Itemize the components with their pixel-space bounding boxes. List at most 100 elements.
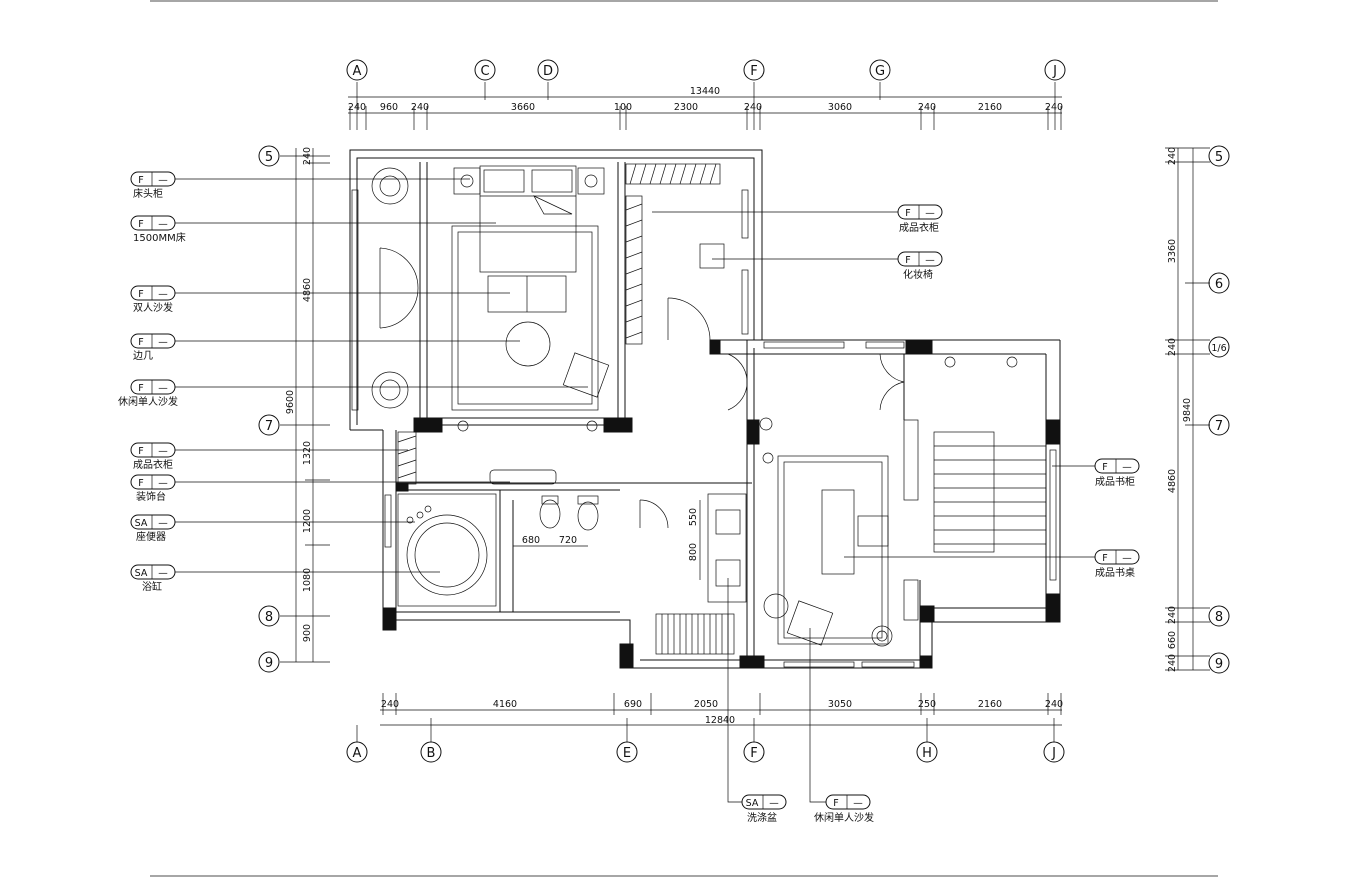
svg-text:F: F (750, 64, 757, 79)
svg-text:F: F (905, 208, 910, 219)
tag-bed: F — 1500MM床 (130, 215, 496, 244)
tag-wardrobe-right: F — 成品衣柜 (652, 204, 943, 234)
svg-text:B: B (427, 746, 436, 761)
svg-text:5: 5 (1215, 150, 1223, 165)
svg-text:SA: SA (746, 798, 759, 809)
top-dim-2: 960 (380, 102, 398, 113)
svg-text:9: 9 (265, 656, 273, 671)
svg-text:洗涤盆: 洗涤盆 (747, 811, 777, 824)
columns (382, 339, 1061, 669)
svg-text:F: F (138, 337, 143, 348)
left-axis-5: 5 (258, 145, 280, 167)
bottom-axis-J: J (1043, 741, 1065, 763)
svg-text:8: 8 (265, 610, 273, 625)
tag-bedside-table: F — 床头柜 (130, 171, 470, 200)
tag-side-table: F — 边几 (130, 333, 520, 362)
left-axis-8: 8 (258, 605, 280, 627)
bottom-dim-8: 240 (1045, 699, 1063, 710)
bottom-dim-3: 690 (624, 699, 642, 710)
svg-text:F: F (1102, 553, 1107, 564)
top-axis-F: F (743, 59, 765, 81)
right-axis-9: 9 (1208, 652, 1230, 674)
top-dim-4: 3660 (511, 102, 535, 113)
bottom-dimensions: 240 4160 690 2050 3050 250 2160 240 1284… (346, 693, 1065, 763)
svg-text:H: H (922, 746, 932, 761)
svg-text:装饰台: 装饰台 (136, 490, 166, 503)
top-dim-10: 2160 (978, 102, 1002, 113)
left-dim-5: 1080 (302, 568, 313, 592)
right-dimensions: 240 3360 240 4860 240 660 240 9840 5 6 1… (1165, 145, 1230, 674)
svg-text:—: — (925, 208, 935, 219)
walls (349, 149, 1061, 669)
top-dim-8: 3060 (828, 102, 852, 113)
svg-text:—: — (925, 255, 935, 266)
svg-text:F: F (138, 478, 143, 489)
svg-text:7: 7 (1215, 419, 1223, 434)
right-dim-6: 660 (1167, 631, 1178, 649)
bottom-axis-A: A (346, 741, 368, 763)
svg-text:F: F (750, 746, 757, 761)
furniture (371, 163, 1046, 655)
tag-sink: SA — 洗涤盆 (727, 578, 787, 824)
svg-text:床头柜: 床头柜 (133, 187, 163, 200)
svg-text:G: G (875, 64, 885, 79)
tag-decor-stand: F — 装饰台 (130, 474, 510, 503)
inner-dim-550: 550 (688, 508, 699, 526)
svg-text:A: A (353, 64, 362, 79)
top-axis-D: D (537, 59, 559, 81)
right-dim-1: 240 (1167, 147, 1178, 165)
bottom-dim-7: 2160 (978, 699, 1002, 710)
tag-bathtub: SA — 浴缸 (130, 564, 440, 593)
top-dim-5: 100 (614, 102, 632, 113)
top-dim-11: 240 (1045, 102, 1063, 113)
svg-text:成品书桌: 成品书桌 (1095, 566, 1135, 579)
tag-desk: F — 成品书桌 (844, 549, 1140, 579)
svg-text:休闲单人沙发: 休闲单人沙发 (118, 395, 178, 408)
inner-dim-800: 800 (688, 543, 699, 561)
left-dim-1: 240 (302, 147, 313, 165)
svg-text:F: F (138, 219, 143, 230)
svg-text:—: — (769, 798, 779, 809)
svg-text:—: — (158, 518, 168, 529)
right-axis-5: 5 (1208, 145, 1230, 167)
svg-text:—: — (158, 175, 168, 186)
svg-text:—: — (1122, 553, 1132, 564)
left-dim-6: 900 (302, 624, 313, 642)
left-axis-7: 7 (258, 414, 280, 436)
svg-text:J: J (1051, 746, 1056, 761)
tag-vanity-chair: F — 化妆椅 (712, 251, 943, 281)
right-dim-5: 240 (1167, 606, 1178, 624)
right-dim-7: 240 (1167, 654, 1178, 672)
svg-text:7: 7 (265, 419, 273, 434)
right-axis-1-6: 1/6 (1208, 336, 1230, 358)
svg-text:E: E (623, 746, 631, 761)
svg-text:6: 6 (1215, 277, 1223, 292)
svg-text:J: J (1052, 64, 1057, 79)
windows (351, 189, 1057, 668)
right-dim-2: 3360 (1167, 239, 1178, 263)
right-axis-7: 7 (1208, 414, 1230, 436)
right-dim-4: 4860 (1167, 469, 1178, 493)
bottom-total-dim: 12840 (705, 715, 735, 726)
svg-text:化妆椅: 化妆椅 (903, 268, 933, 281)
bottom-dim-2: 4160 (493, 699, 517, 710)
top-axis-C: C (474, 59, 496, 81)
svg-text:SA: SA (135, 568, 148, 579)
svg-text:休闲单人沙发: 休闲单人沙发 (814, 811, 874, 824)
svg-text:C: C (480, 64, 489, 79)
svg-text:F: F (138, 446, 143, 457)
svg-text:8: 8 (1215, 610, 1223, 625)
svg-text:座便器: 座便器 (136, 530, 166, 543)
svg-text:成品衣柜: 成品衣柜 (133, 458, 173, 471)
svg-text:浴缸: 浴缸 (142, 580, 162, 593)
svg-text:D: D (543, 64, 553, 79)
bottom-dim-1: 240 (381, 699, 399, 710)
svg-text:成品衣柜: 成品衣柜 (899, 221, 939, 234)
top-dim-7: 240 (744, 102, 762, 113)
bottom-axis-H: H (916, 741, 938, 763)
bottom-axis-F: F (743, 741, 765, 763)
tag-bookcase: F — 成品书柜 (1052, 458, 1140, 488)
svg-text:F: F (833, 798, 838, 809)
right-axis-8: 8 (1208, 605, 1230, 627)
top-axis-A: A (346, 59, 368, 81)
